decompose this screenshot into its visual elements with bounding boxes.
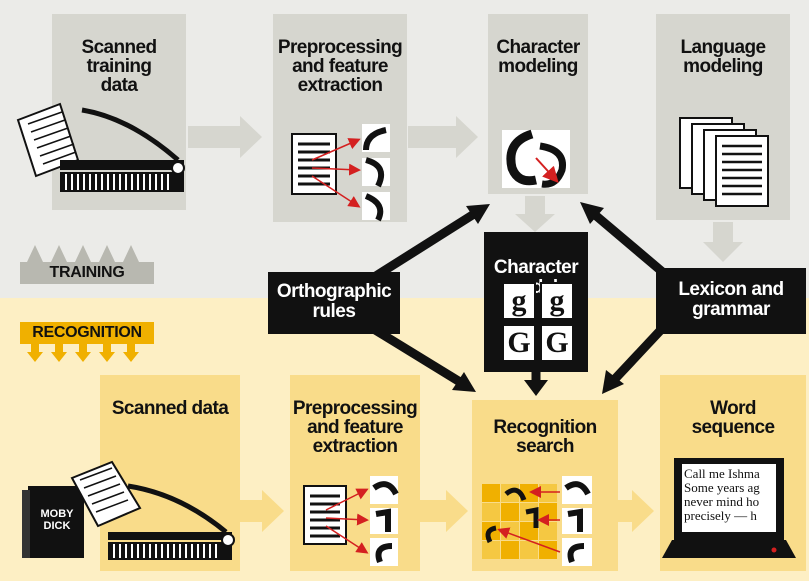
glyph-g-lower: g — [540, 282, 574, 320]
stage-title: Scanned training data — [81, 37, 158, 96]
recognition-search-grid — [482, 476, 592, 566]
training-flow-arrows — [188, 116, 743, 262]
scanner-training-icon — [16, 102, 185, 192]
scanner-recognition-icon — [22, 460, 235, 560]
monitor-text: Call me Ishma Some years ag never mind h… — [684, 467, 760, 523]
glyph-g-lower-serif: g — [502, 282, 536, 320]
feature-extraction-recognition-icon — [303, 476, 399, 566]
stage-title: Character modeling — [496, 37, 580, 77]
computer-monitor-icon — [662, 458, 796, 558]
glyph-g-upper-serif: G — [502, 324, 536, 362]
stage-title: Word sequence — [691, 398, 775, 438]
glyph-g-upper: G — [540, 324, 574, 362]
stage-title: Recognition search — [493, 417, 597, 457]
recognition-label: RECOGNITION — [20, 322, 154, 344]
stage-title: Scanned data — [111, 398, 229, 419]
recognition-down-arrows — [27, 344, 139, 362]
orthographic-rules-box: Orthographic rules — [268, 272, 400, 334]
recognition-flow-arrows — [240, 490, 654, 532]
lexicon-grammar-box: Lexicon and grammar — [656, 268, 806, 334]
feature-extraction-training-icon — [291, 124, 390, 222]
stage-title: Language modeling — [680, 37, 767, 77]
character-modeling-icon — [502, 129, 570, 188]
stage-title: Preprocessing and feature extraction — [277, 37, 403, 96]
language-pages-icon — [679, 117, 769, 207]
training-label: TRAINING — [20, 262, 154, 284]
stage-title: Preprocessing and feature extraction — [292, 398, 418, 457]
book-title: MOBY DICK — [40, 508, 74, 532]
